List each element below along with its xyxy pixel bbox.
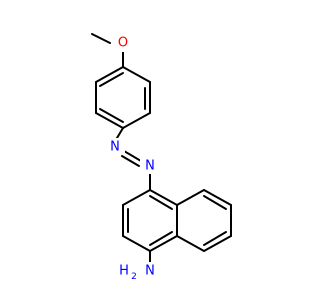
bond-ring2-inner-2	[149, 231, 173, 246]
bond-methyl-oxygen	[91, 33, 111, 44]
bond-ring2-3	[122, 235, 151, 252]
atom-label-azo-nitrogen-1: N	[110, 140, 120, 155]
bond-ring3-inner-2	[203, 231, 227, 246]
bond-ring3-4	[203, 235, 232, 252]
bond-ring1-inner-3	[99, 72, 124, 87]
bond-ring3-2	[203, 189, 232, 206]
bond-ring2-1	[122, 189, 151, 206]
bond-n1-n2-a	[123, 150, 142, 162]
bond-ring3-inner-1	[203, 195, 227, 210]
atom-label-amino-hydrogen-count: 2	[131, 272, 137, 282]
atom-label-azo-nitrogen-2: N	[145, 159, 155, 174]
bond-ring2-4	[149, 235, 178, 252]
bond-ring1-3	[122, 112, 151, 129]
atom-label-methoxy-oxygen: O	[118, 36, 128, 51]
bond-ring2-6	[149, 189, 178, 206]
chemical-structure: O N N N H 2	[91, 33, 232, 282]
bond-ring3-1	[176, 189, 205, 206]
bond-ring3-5	[176, 235, 205, 252]
bond-ring1-6	[95, 66, 124, 83]
bond-ring2-inner-3	[149, 195, 173, 210]
bond-n1-n2-b	[121, 155, 140, 167]
atom-label-amino-nitrogen: N	[145, 264, 155, 279]
bond-ring1-4	[95, 112, 124, 129]
atom-label-amino-hydrogen: H	[119, 264, 129, 279]
bond-ring1-inner-2	[99, 108, 124, 123]
bond-ring1-1	[122, 66, 151, 83]
